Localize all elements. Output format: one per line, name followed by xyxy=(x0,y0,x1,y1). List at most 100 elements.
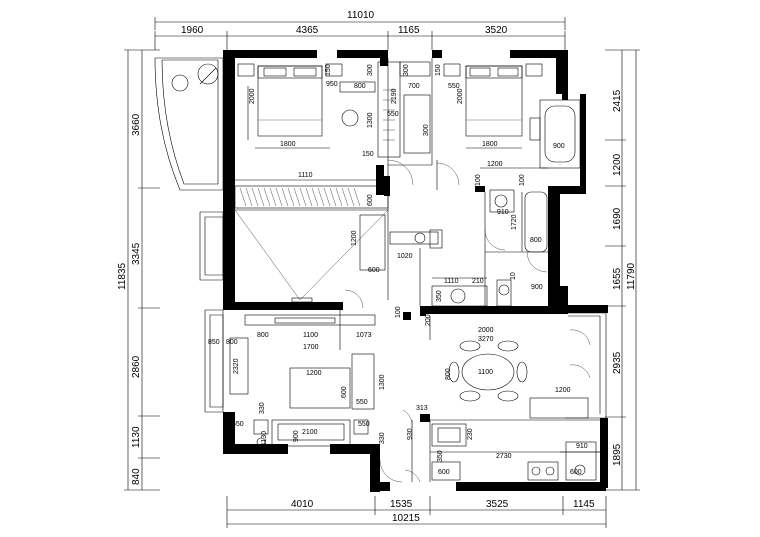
dim-1700: 1700 xyxy=(303,344,319,351)
room-dimensions: 1800 2000 950 800 150 300 1300 150 2190 … xyxy=(208,64,588,476)
dim-600d: 600 xyxy=(438,469,450,476)
dim-230: 230 xyxy=(467,428,474,440)
right-dimension-lines xyxy=(605,49,640,491)
dim-800: 800 xyxy=(354,83,366,90)
dim-900b: 900 xyxy=(531,284,543,291)
bottom-dimension-lines xyxy=(226,496,607,528)
walls xyxy=(223,50,608,492)
dim-210: 210 xyxy=(472,278,484,285)
top-seg-2: 4365 xyxy=(296,25,319,36)
kitchen xyxy=(431,423,600,481)
top-total-dim: 11010 xyxy=(347,10,375,21)
dim-550e: 550 xyxy=(358,421,370,428)
bathroom-center xyxy=(431,189,548,307)
dim-600a: 600 xyxy=(367,194,374,206)
left-seg-4: 1130 xyxy=(131,426,142,448)
bay-window-left xyxy=(199,211,224,281)
dim-1073: 1073 xyxy=(356,332,372,339)
dim-330b: 330 xyxy=(259,402,266,414)
dim-350a: 350 xyxy=(436,290,443,302)
dim-1110: 1110 xyxy=(298,172,313,179)
right-total-dim: 11790 xyxy=(626,262,637,290)
dim-bed2-h: 2000 xyxy=(457,88,464,104)
dim-150c: 150 xyxy=(362,151,374,158)
dim-2100: 2100 xyxy=(302,429,318,436)
dim-1200c: 1200 xyxy=(306,370,322,377)
wardrobe-strip xyxy=(234,185,389,209)
dim-1130: 1130 xyxy=(261,431,268,446)
dim-550b: 550 xyxy=(448,83,460,90)
bottom-seg-4: 1145 xyxy=(573,499,595,510)
left-dimension-lines xyxy=(124,49,160,491)
dim-900c: 900 xyxy=(293,430,300,442)
left-seg-5: 840 xyxy=(131,468,142,485)
right-seg-1: 2415 xyxy=(612,89,623,112)
right-seg-3: 1690 xyxy=(612,207,623,230)
dim-bed1-w: 1800 xyxy=(280,141,296,148)
dim-350b: 350 xyxy=(437,450,444,462)
dim-313: 313 xyxy=(416,405,428,412)
dim-bed2-w: 1800 xyxy=(482,141,498,148)
top-dimension-lines xyxy=(154,17,566,50)
left-seg-1: 3660 xyxy=(131,113,142,136)
dim-550a: 550 xyxy=(387,111,399,118)
top-seg-4: 3520 xyxy=(485,25,508,36)
dim-600c: 600 xyxy=(341,386,348,398)
dim-910b: 910 xyxy=(576,443,588,450)
living-room xyxy=(229,314,376,447)
right-seg-5: 2935 xyxy=(612,351,623,374)
bay-window-lower-left xyxy=(204,309,224,413)
bottom-total-dim: 10215 xyxy=(392,513,420,524)
dim-800c: 800 xyxy=(257,332,269,339)
bathroom-top-right xyxy=(529,99,581,169)
dim-300c2: 300 xyxy=(423,124,430,136)
dim-550d: 550 xyxy=(232,421,244,428)
right-seg-4: 1655 xyxy=(612,267,623,290)
dim-330: 330 xyxy=(379,432,386,444)
right-seg-6: 1895 xyxy=(612,443,623,466)
dim-550c: 550 xyxy=(356,399,368,406)
top-seg-1: 1960 xyxy=(181,25,204,36)
study-room xyxy=(234,209,443,303)
dim-2000: 2000 xyxy=(478,327,494,334)
dim-200: 200 xyxy=(425,314,432,326)
dim-600b: 600 xyxy=(368,267,380,274)
dim-800d: 800 xyxy=(226,339,238,346)
dim-600e: 600 xyxy=(570,469,582,476)
dim-800e: 800 xyxy=(445,368,452,380)
dim-2730: 2730 xyxy=(496,453,512,460)
dim-900a: 900 xyxy=(553,143,565,150)
dim-bed1-h: 2000 xyxy=(249,88,256,104)
dim-700: 700 xyxy=(408,83,420,90)
dim-100c: 100 xyxy=(395,306,402,318)
dim-910: 910 xyxy=(497,209,509,216)
bottom-seg-1: 4010 xyxy=(291,499,314,510)
dim-1200b: 1200 xyxy=(351,230,358,246)
dim-1200d: 1200 xyxy=(555,387,571,394)
left-total-dim: 11835 xyxy=(117,262,128,290)
dim-3270: 3270 xyxy=(478,336,494,343)
dim-1020: 1020 xyxy=(397,253,413,260)
dim-1300b: 1300 xyxy=(379,374,386,390)
dim-100b: 100 xyxy=(519,174,526,186)
dim-1200a: 1200 xyxy=(487,161,503,168)
left-seg-3: 2860 xyxy=(131,355,142,378)
dim-100a: 100 xyxy=(475,174,482,186)
bay-window-right xyxy=(565,312,607,419)
dining-area xyxy=(429,316,589,419)
right-seg-2: 1200 xyxy=(612,153,623,176)
dim-850: 850 xyxy=(208,339,220,346)
dim-150a: 150 xyxy=(325,64,332,76)
partitions xyxy=(235,58,600,482)
bottom-seg-2: 1535 xyxy=(390,499,413,510)
wardrobe-corridor xyxy=(377,61,431,158)
dim-300a: 300 xyxy=(367,64,374,76)
dim-800b: 800 xyxy=(530,237,542,244)
dim-150b: 150 xyxy=(435,64,442,76)
dim-2190: 2190 xyxy=(391,88,398,104)
left-seg-2: 3345 xyxy=(131,242,142,265)
dim-2320: 2320 xyxy=(233,358,240,374)
dim-950: 950 xyxy=(326,81,338,88)
dim-1100a: 1100 xyxy=(303,332,318,339)
